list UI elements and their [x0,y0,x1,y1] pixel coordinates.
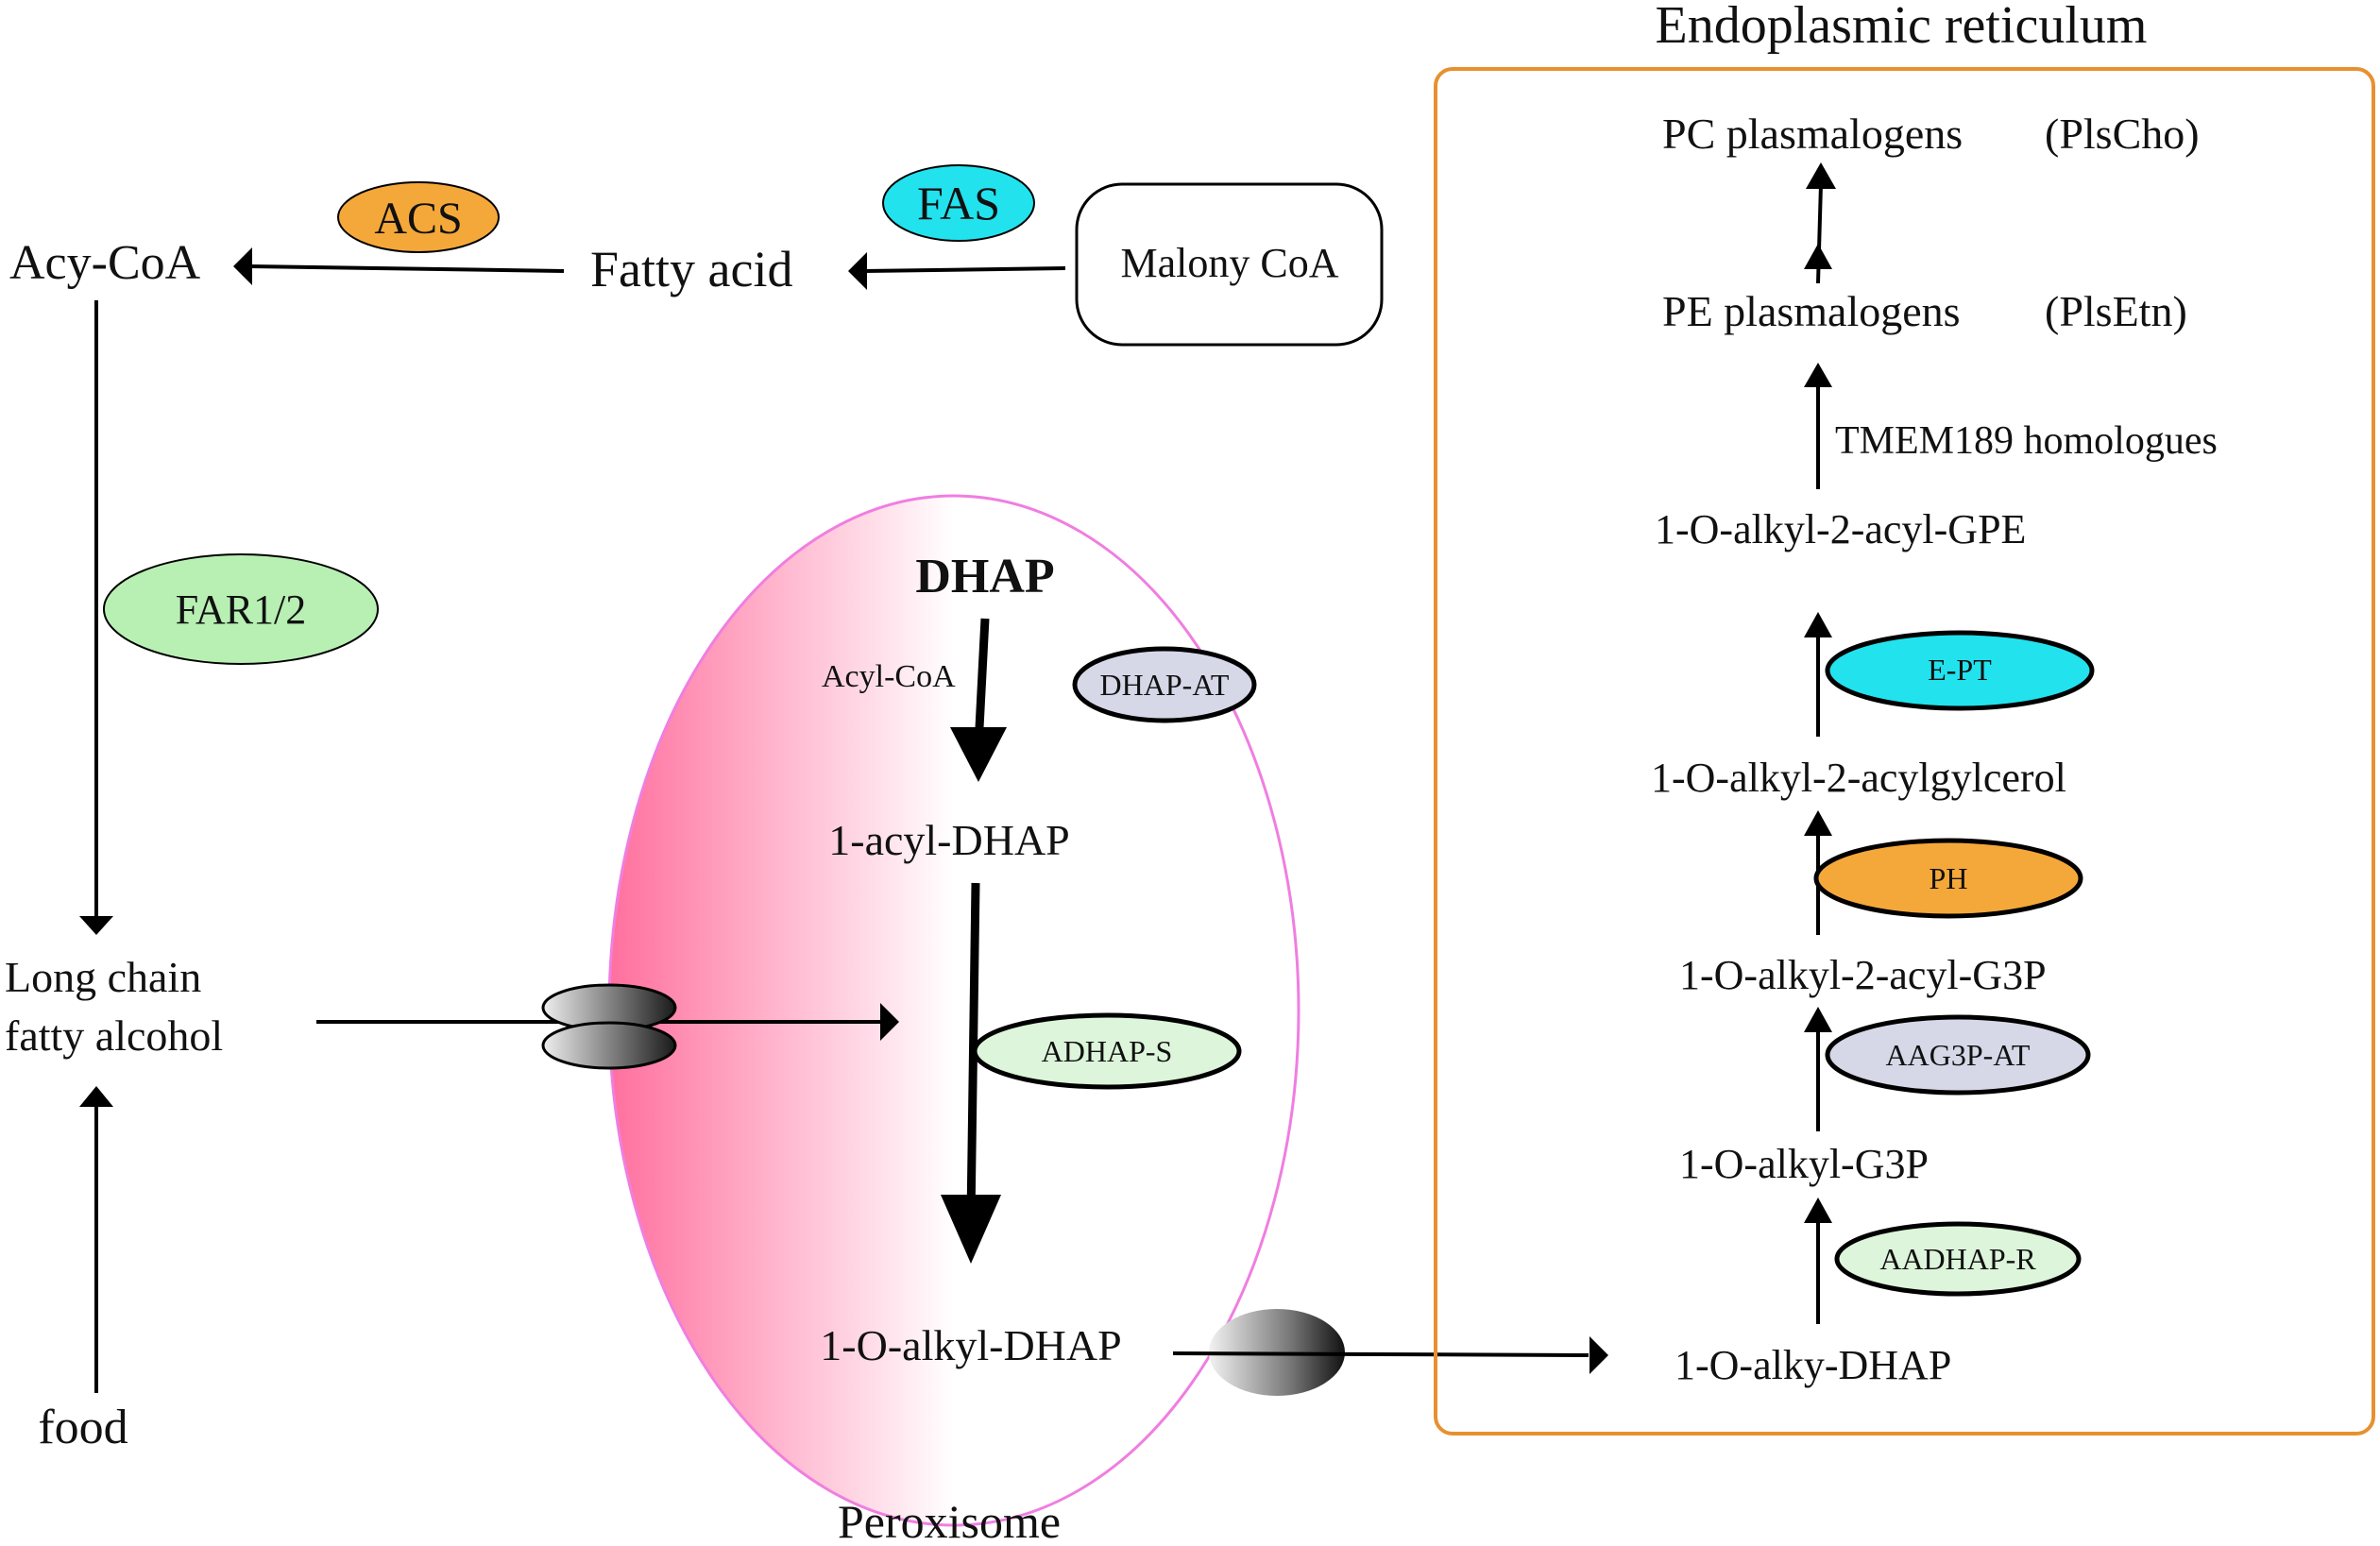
endoplasmic-reticulum: Endoplasmic reticulum PC plasmalogens (P… [1434,0,2375,1436]
fatty-acid-label: Fatty acid [590,241,792,297]
cytosol-pathway: Acy-CoA Fatty acid Malony CoA ACS FAS FA… [5,164,1384,1454]
alkyl-g3p-label: 1-O-alkyl-G3P [1679,1141,1929,1187]
peroxisome-export [1172,1309,1608,1396]
far-enzyme [103,553,379,665]
malony-arrow-shaft [863,266,1066,273]
far-label: FAR1/2 [176,586,307,633]
alky-dhap-label: 1-O-alky-DHAP [1674,1342,1951,1388]
export-arrow-shaft [1172,1351,1590,1357]
plscho-label: (PlsCho) [2045,110,2200,158]
malony-arrow-head [848,252,867,290]
peroxisome-label: Peroxisome [838,1495,1061,1546]
ph-label: PH [1930,861,1968,895]
transporter-lower [541,1021,677,1070]
aadhap-r-label: AADHAP-R [1879,1242,2036,1276]
acy-coa-arrow-head [79,916,113,935]
e-pt-label: E-PT [1928,653,1992,687]
tmem189-label: TMEM189 homologues [1835,419,2218,463]
fatty-acid-arrow-shaft [249,264,565,273]
acylglycerol-to-gpe-arrow-head [1804,612,1832,637]
aag3p-at-label: AAG3P-AT [1886,1038,2031,1072]
fatty-acid-arrow-head [233,247,252,285]
long-chain-label-1: Long chain [5,953,201,1001]
acyl-dhap-arrow-head [941,1195,1001,1264]
acyl-coa-label: Acyl-CoA [822,659,956,694]
fas-label: FAS [917,177,1000,229]
acy-coa-label: Acy-CoA [9,236,201,290]
adhap-s-enzyme [972,1012,1242,1090]
dhap-label: DHAP [915,550,1054,603]
pe-to-pc-arrow-head-lower [1804,244,1832,269]
alkylg3p-to-acylg3p-arrow-head [1804,1007,1832,1032]
pc-plasmalogens-label: PC plasmalogens [1662,110,1963,158]
pe-to-pc-arrow-head-upper [1806,162,1836,189]
alkyl-acylglycerol-label: 1-O-alkyl-2-acylgylcerol [1651,755,2066,801]
dhap-at-enzyme [1072,646,1257,723]
adhap-s-label: ADHAP-S [1042,1034,1173,1068]
peroxisome: Peroxisome DHAP Acyl-CoA DHAP-AT 1-acyl-… [607,494,1300,1546]
malony-coa-box [1075,182,1384,347]
plsetn-label: (PlsEtn) [2045,287,2187,335]
e-pt-enzyme [1825,630,2095,711]
gpe-to-pe-arrow-head [1804,363,1832,387]
alkyl-acyl-gpe-label: 1-O-alkyl-2-acyl-GPE [1655,506,2026,552]
food-label: food [38,1401,128,1454]
malony-coa-label: Malony CoA [1121,240,1339,286]
alkyl-dhap-label: 1-O-alkyl-DHAP [820,1321,1121,1369]
dhap-arrow-shaft [974,618,990,747]
er-title: Endoplasmic reticulum [1656,0,2148,55]
aag3p-at-enzyme [1825,1014,2091,1096]
dhap-arrow-head [950,727,1007,782]
acs-label: ACS [374,194,462,244]
peroxisome-transporter [541,983,677,1070]
dhap-to-g3p-arrow-head [1804,1198,1832,1223]
acs-enzyme [337,181,500,253]
pe-plasmalogens-label: PE plasmalogens [1662,287,1961,335]
dhap-at-label: DHAP-AT [1100,668,1230,702]
g3p-to-acylglycerol-arrow-head [1804,810,1832,836]
food-arrow-head [79,1086,113,1107]
alkyl-acyl-g3p-label: 1-O-alkyl-2-acyl-G3P [1679,952,2047,998]
aadhap-r-enzyme [1834,1221,2082,1297]
er-box [1434,67,2375,1436]
long-chain-label-2: fatty alcohol [5,1011,223,1060]
fas-enzyme [882,164,1035,242]
acyl-dhap-label: 1-acyl-DHAP [828,816,1070,864]
alcohol-import-arrow-head [880,1003,899,1041]
export-arrow-head [1590,1336,1608,1374]
ph-enzyme [1813,838,2083,919]
